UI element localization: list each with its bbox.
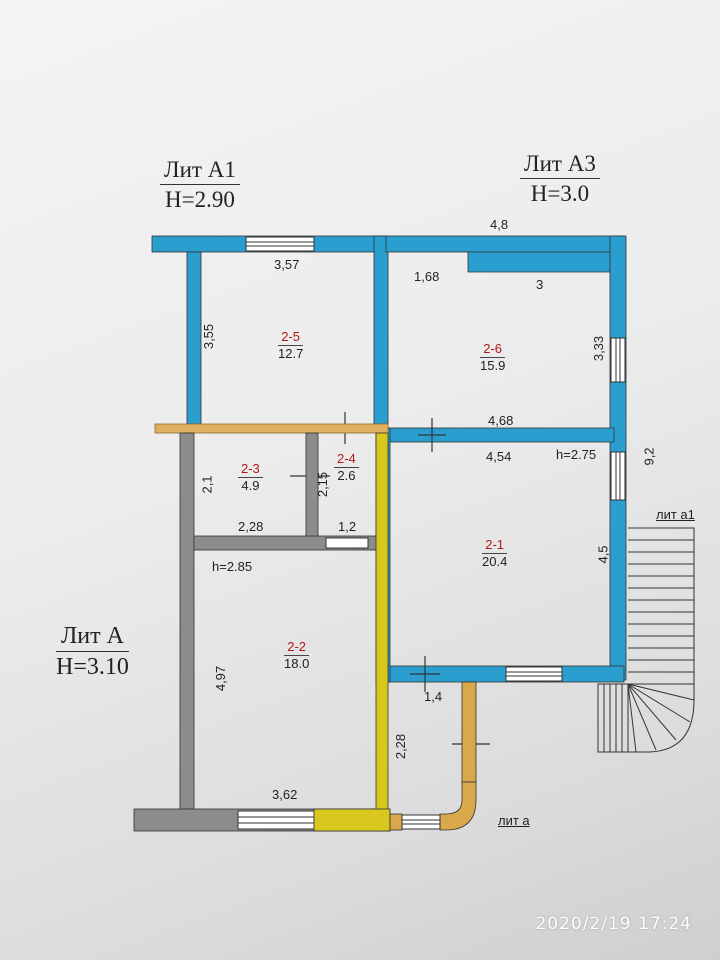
room-area: 18.0 [284,656,310,672]
dim-r21-height: 4,5 [595,545,611,564]
a1-window [245,236,315,252]
a1-left-wall [186,251,202,425]
room-number: 2-1 [482,537,508,555]
dim-r23-width: 2,28 [238,519,264,534]
lit-a1-title: Лит А1 H=2.90 [160,158,240,211]
room-area: 15.9 [480,358,506,374]
dim-r25-width: 3,57 [274,257,300,272]
lit-a-title: Лит А H=3.10 [56,624,129,679]
lit-a1-walls [151,235,389,425]
a3-top-wall [385,235,625,253]
room-2-4: 2-4 2.6 [334,451,359,484]
annex-a1-label: лит а1 [656,507,695,522]
dim-porch-height: 2,28 [393,733,409,760]
dim-r24-width: 1,2 [338,519,357,534]
height-r22: h=2.85 [212,559,253,574]
room-area: 20.4 [482,554,508,570]
lit-a1-name: Лит А1 [160,158,240,185]
dim-porch-width: 1,4 [424,689,443,704]
height-r21: h=2.75 [556,447,597,462]
dim-r23-height: 2,1 [199,475,215,494]
room-2-1: 2-1 20.4 [482,537,508,570]
photo-timestamp: 2020/2/19 17:24 [535,914,692,934]
room-area: 12.7 [278,346,304,362]
room-number: 2-3 [238,461,263,479]
lit-a3-title: Лит А3 H=3.0 [520,152,600,205]
a-inner-vert [305,432,319,537]
room-2-5: 2-5 12.7 [278,329,304,362]
lit-a3-height: H=3.0 [530,181,590,206]
room-2-6: 2-6 15.9 [480,341,506,374]
a3-bottom-window [505,666,563,682]
dim-top-a3: 4,8 [490,217,509,232]
dim-r22-width: 3,62 [272,787,298,802]
lit-a-name: Лит А [56,624,129,652]
partition-walls [313,432,391,832]
dim-r25-height: 3,55 [201,323,217,350]
dim-r24-height: 2,15 [315,471,331,498]
room-2-2: 2-2 18.0 [284,639,310,672]
dim-r21-top: 4,54 [486,449,512,464]
porch-walls [389,681,477,831]
dim-r22-height: 4,97 [213,665,229,692]
room-area: 4.9 [241,478,260,494]
lit-a-height: H=3.10 [56,654,129,680]
dim-r26-height: 3,33 [591,335,607,362]
lit-a1-height: H=2.90 [164,187,235,212]
stairs-a1 [597,527,695,753]
room-2-3: 2-3 4.9 [238,461,263,494]
room-number: 2-4 [334,451,359,469]
a-left-wall [179,432,195,810]
dim-r26-right: 3 [536,277,544,292]
dim-r26-left: 1,68 [414,269,440,284]
annex-a-label: лит а [498,813,530,828]
a-bottom-window [237,810,315,830]
a3-right-windows [610,337,626,501]
beam-strip [154,423,389,434]
a1-right-wall [373,235,389,425]
a3-step-wall [467,251,611,273]
dim-r26-bottom: 4,68 [488,413,514,428]
a-inner-window [325,537,369,549]
room-number: 2-6 [480,341,506,359]
room-number: 2-2 [284,639,310,657]
lit-a3-name: Лит А3 [520,152,600,179]
dim-side-total: 9,2 [641,447,657,466]
room-area: 2.6 [337,468,356,484]
room-number: 2-5 [278,329,304,347]
